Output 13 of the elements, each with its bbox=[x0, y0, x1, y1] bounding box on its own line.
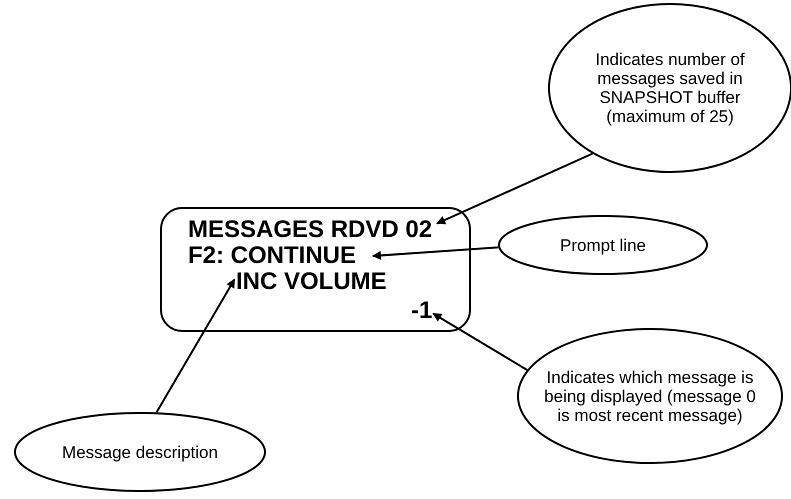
display-text: MESSAGES RDVD 02 bbox=[188, 217, 432, 243]
callout-text: Indicates number of messages saved in SNAPSHOT buffer (maximum of 25) bbox=[594, 50, 746, 126]
display-text: INC VOLUME bbox=[236, 269, 387, 295]
callout-text: Indicates which message is being displayed (message 0 is most recent message) bbox=[543, 368, 757, 424]
display-text: F2: CONTINUE bbox=[188, 243, 356, 269]
callout-text: Message description bbox=[61, 442, 219, 462]
leader-arrow bbox=[436, 152, 593, 224]
callout-text: Prompt line bbox=[559, 236, 647, 254]
leader-arrow bbox=[372, 246, 498, 260]
leader-arrow bbox=[156, 278, 236, 413]
display-text: -1 bbox=[411, 298, 432, 324]
leader-arrow bbox=[432, 312, 528, 371]
display-screen bbox=[160, 207, 471, 332]
